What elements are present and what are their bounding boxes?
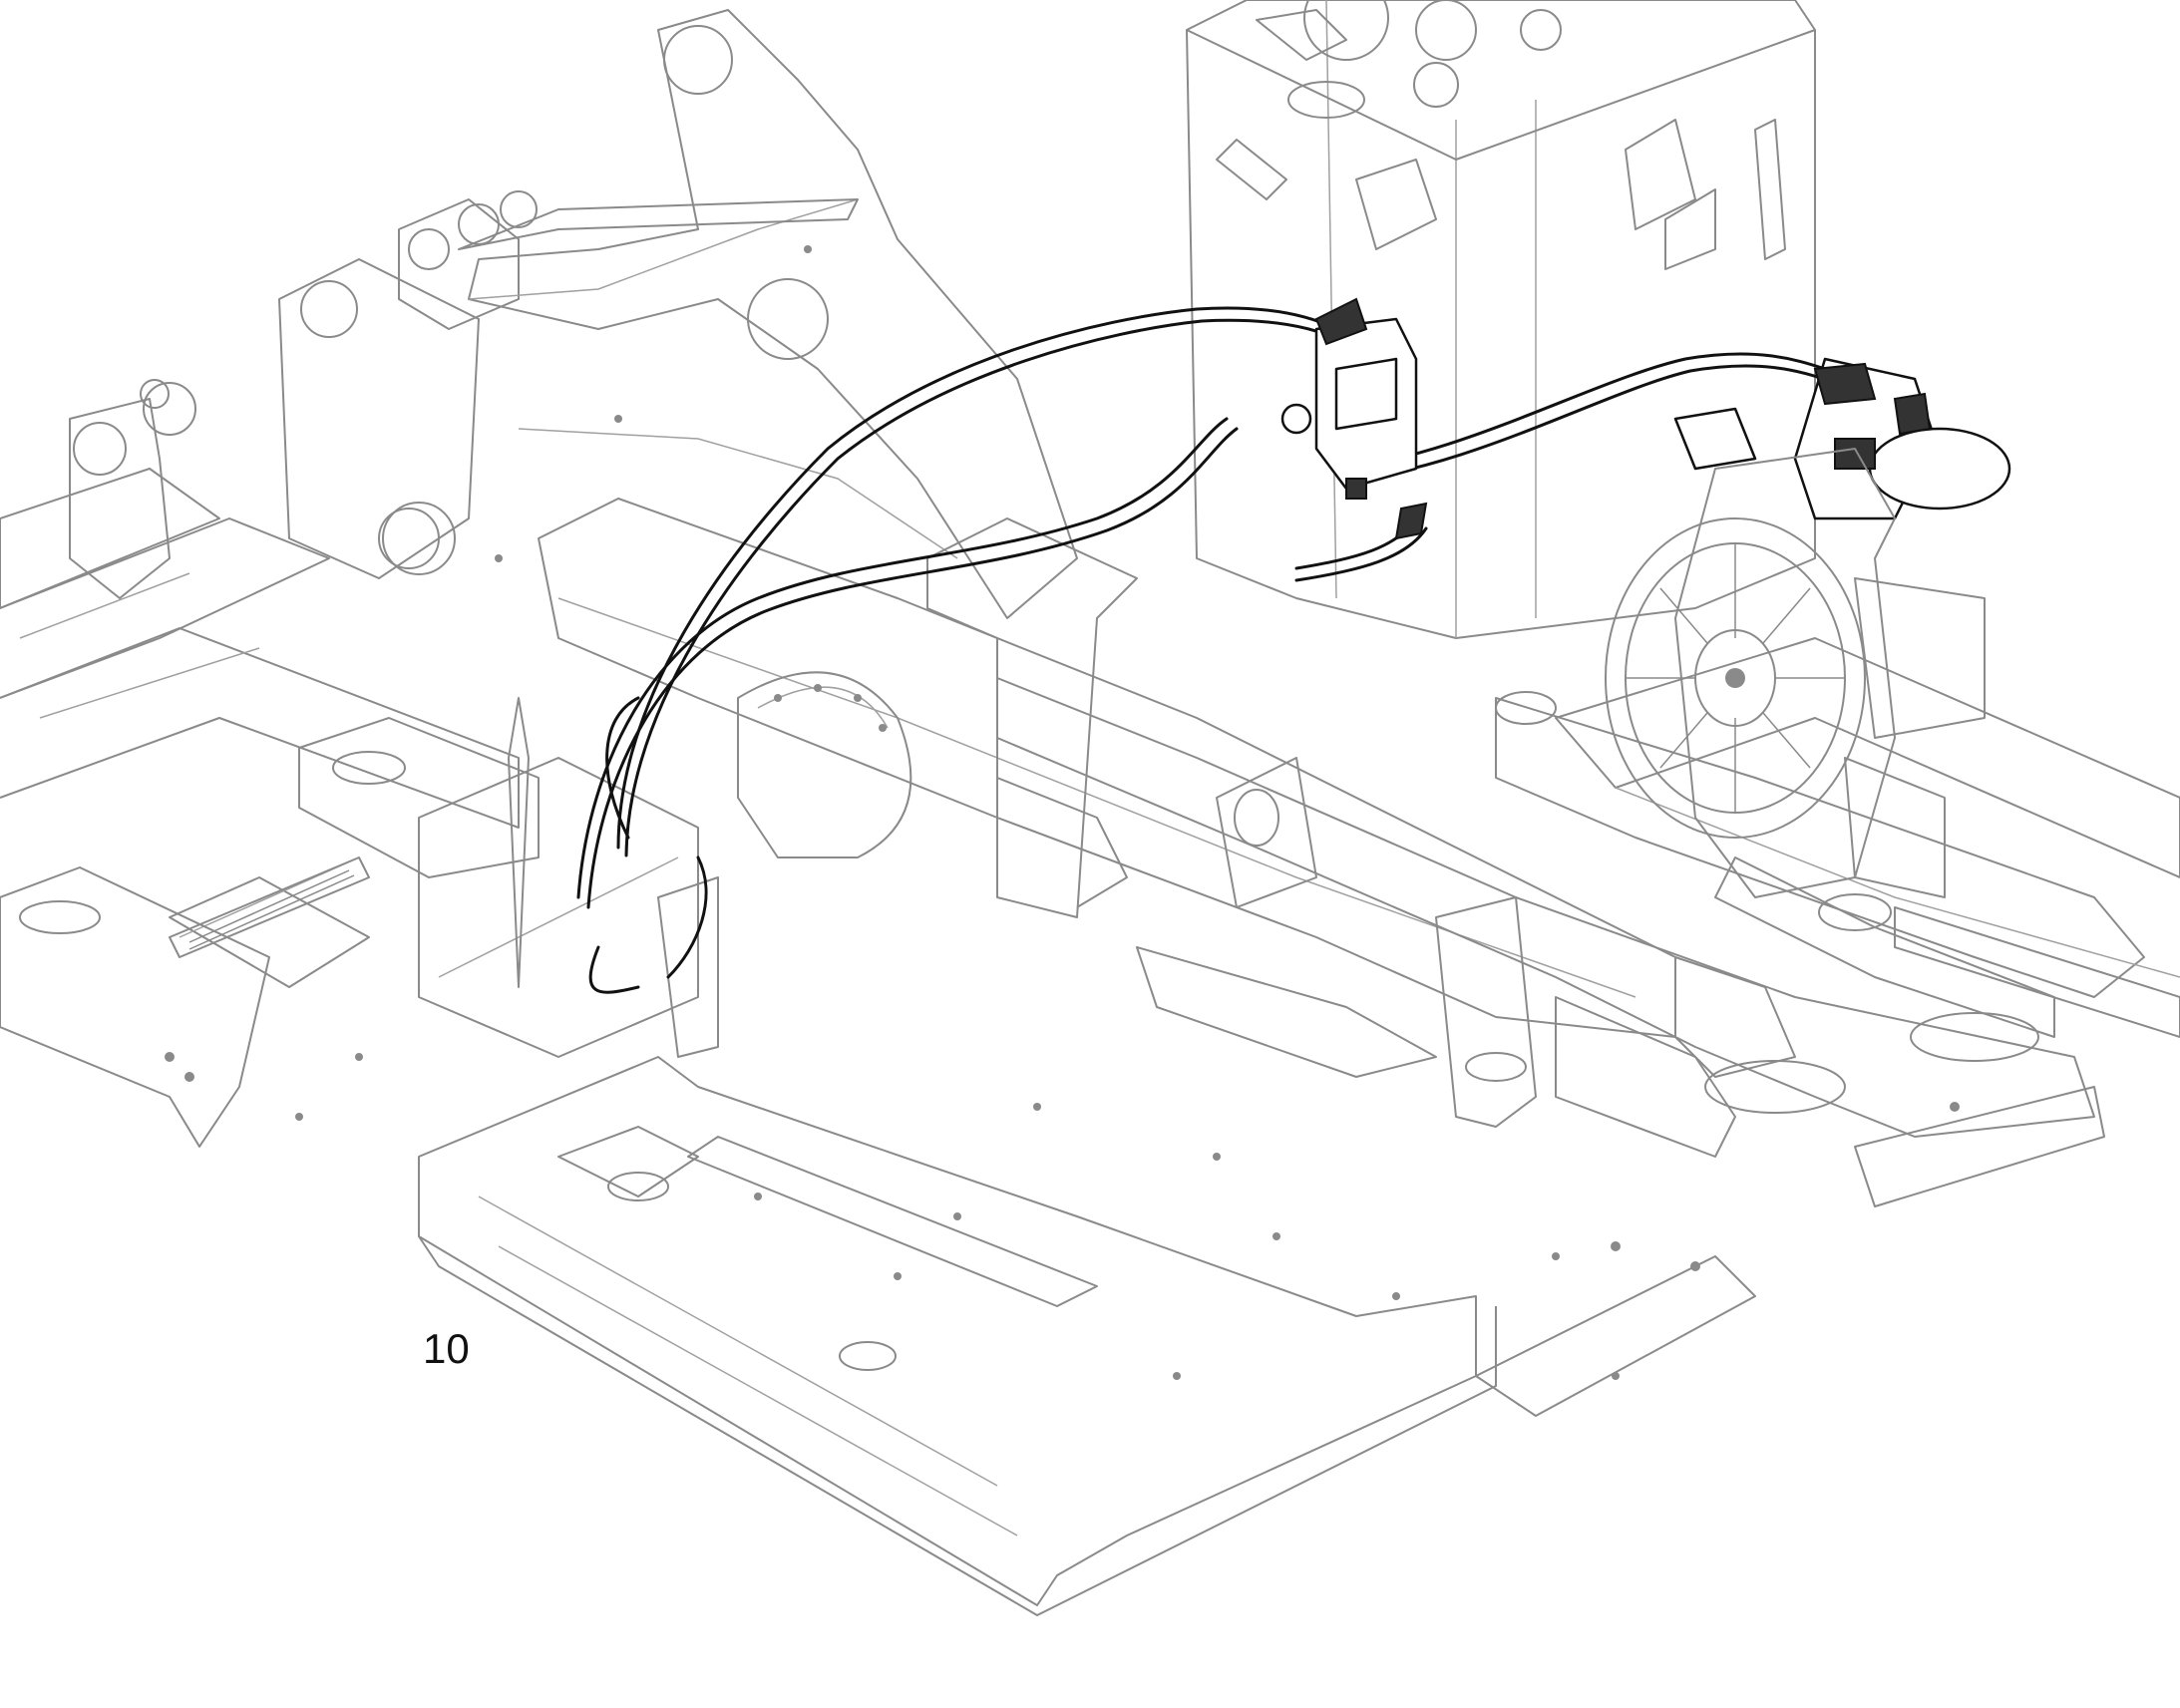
- centre-valve-block: [1280, 297, 1428, 540]
- boom-arm: [378, 9, 1078, 619]
- left-outer-frame-rail: [0, 468, 520, 829]
- tower-structure: [1186, 0, 1816, 639]
- left-control-bracket: [169, 697, 719, 1058]
- fastener-holes: [295, 245, 1620, 1380]
- callout-label: 10: [423, 1325, 470, 1372]
- central-long-beam: [538, 498, 1796, 1078]
- engine-flywheel-housing: [1495, 448, 1986, 931]
- grille-plate: [169, 856, 370, 958]
- lower-front-chassis: [418, 1056, 1497, 1616]
- left-boom-mount: [69, 190, 538, 599]
- lower-left-bracket: [0, 866, 270, 1148]
- slew-ring: [737, 671, 912, 858]
- right-outer-frame-rails: [1555, 637, 2180, 1038]
- rear-crossbeam: [996, 677, 2145, 1417]
- right-hydraulic-pump: [1673, 357, 2011, 520]
- centre-upright-plates: [926, 517, 1537, 1128]
- hydraulic-hose-assembly: [576, 306, 1832, 994]
